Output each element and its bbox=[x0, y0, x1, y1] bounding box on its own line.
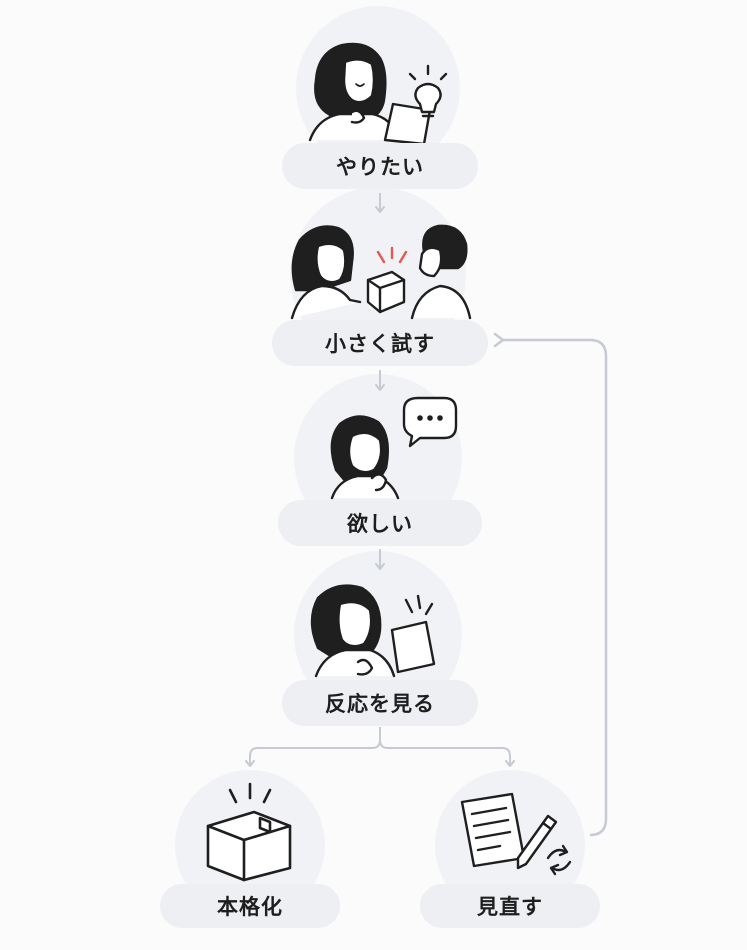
woman-with-speech-bubble-icon bbox=[330, 396, 458, 500]
step-full-scale-label: 本格化 bbox=[160, 884, 340, 928]
branch-connector-right bbox=[379, 727, 515, 767]
box-package-icon bbox=[206, 782, 292, 882]
document-with-pen-and-refresh-icon bbox=[460, 792, 572, 876]
step-wanted-label: 欲しい bbox=[278, 500, 482, 546]
woman-handing-box-to-man-icon bbox=[290, 224, 472, 320]
feedback-loop-arrow bbox=[493, 332, 608, 837]
step-try-small-label: 小さく試す bbox=[272, 320, 488, 366]
woman-reviewing-clipboard-icon bbox=[310, 584, 436, 678]
step-see-reaction-label: 反応を見る bbox=[282, 680, 478, 726]
woman-with-clipboard-and-lightbulb-icon bbox=[308, 42, 448, 146]
step-review-label: 見直す bbox=[420, 884, 600, 928]
step-want-label: やりたい bbox=[282, 143, 478, 189]
branch-connector-left bbox=[245, 727, 381, 767]
